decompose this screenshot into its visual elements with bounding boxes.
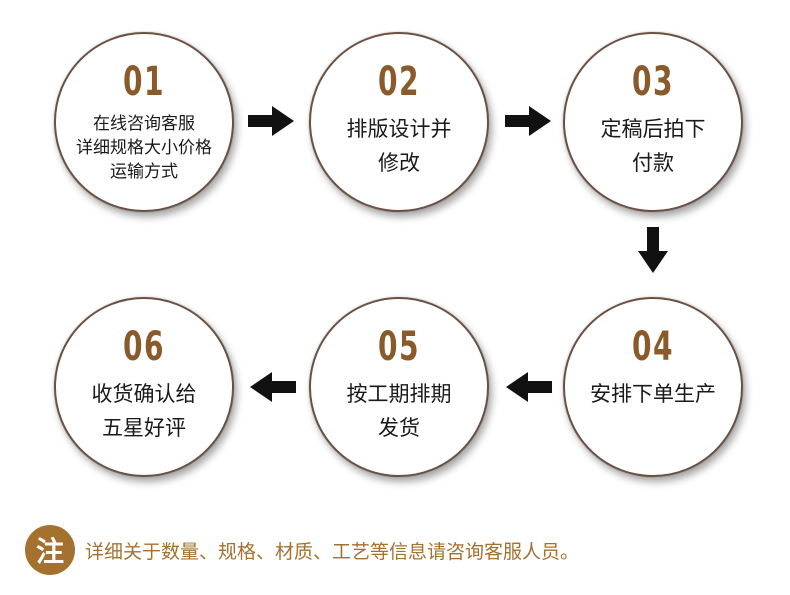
step-number: 01 [122,59,166,105]
note-text: 详细关于数量、规格、材质、工艺等信息请咨询客服人员。 [85,540,580,563]
step-number: 04 [631,324,675,370]
arrow-down-icon [638,227,668,273]
step-number: 03 [631,59,675,105]
step-text: 排版设计并 修改 [346,117,452,175]
step-text: 收货确认给 五星好评 [91,382,197,440]
step-text: 定稿后拍下 付款 [600,117,706,175]
step-03: 03 定稿后拍下 付款 [563,32,743,212]
step-number: 06 [122,324,166,370]
step-text: 按工期排期 发货 [346,382,452,440]
note: 注 详细关于数量、规格、材质、工艺等信息请咨询客服人员。 [25,525,579,575]
step-06: 06 收货确认给 五星好评 [54,297,234,477]
step-02: 02 排版设计并 修改 [309,32,489,212]
arrow-right-icon [505,106,551,136]
step-01: 01 在线咨询客服 详细规格大小价格 运输方式 [54,32,234,212]
note-badge: 注 [25,525,75,575]
arrow-right-icon [248,106,294,136]
step-number: 05 [377,324,421,370]
step-05: 05 按工期排期 发货 [309,297,489,477]
step-text: 在线咨询客服 详细规格大小价格 运输方式 [76,114,212,182]
step-04: 04 安排下单生产 [563,297,743,477]
arrow-left-icon [506,372,552,402]
step-text: 安排下单生产 [590,382,716,406]
arrow-left-icon [250,372,296,402]
step-number: 02 [377,59,421,105]
